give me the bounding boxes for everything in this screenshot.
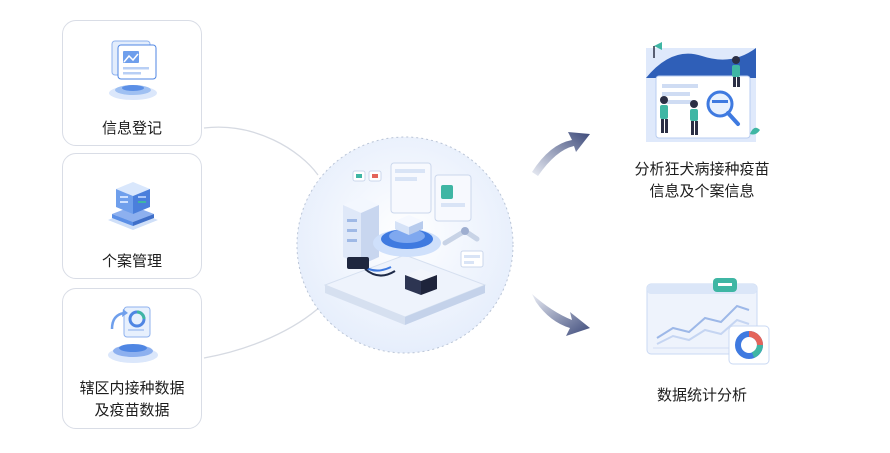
- data-platform-isometric-illustration: [296, 136, 514, 354]
- input-label-vaccination-line1: 辖区内接种数据: [79, 379, 185, 397]
- database-server-icon: [108, 182, 158, 230]
- registration-form-icon: [109, 40, 157, 100]
- input-label-vaccination-line2: 及疫苗数据: [94, 401, 170, 419]
- output-analysis-line2: 信息及个案信息: [649, 182, 755, 200]
- connector-line-top: [203, 126, 319, 176]
- input-label-registration: 信息登记: [101, 119, 162, 137]
- output-analysis-label: 分析狂犬病接种疫苗 信息及个案信息: [612, 158, 792, 202]
- output-statistics-label: 数据统计分析: [656, 386, 747, 404]
- input-label-case-management: 个案管理: [101, 252, 162, 270]
- input-card-vaccination-data: 辖区内接种数据 及疫苗数据: [62, 288, 202, 429]
- data-platform-icon: [108, 306, 158, 363]
- arrow-to-analysis: [532, 132, 590, 176]
- input-card-registration: 信息登记: [62, 20, 202, 146]
- output-analysis-line1: 分析狂犬病接种疫苗: [634, 160, 770, 178]
- connector-line-bottom: [203, 304, 323, 359]
- arrow-to-statistics: [532, 294, 590, 336]
- statistics-dashboard-illustration: [646, 278, 770, 365]
- analysis-magnifier-illustration: [646, 42, 760, 142]
- input-card-case-management: 个案管理: [62, 153, 202, 279]
